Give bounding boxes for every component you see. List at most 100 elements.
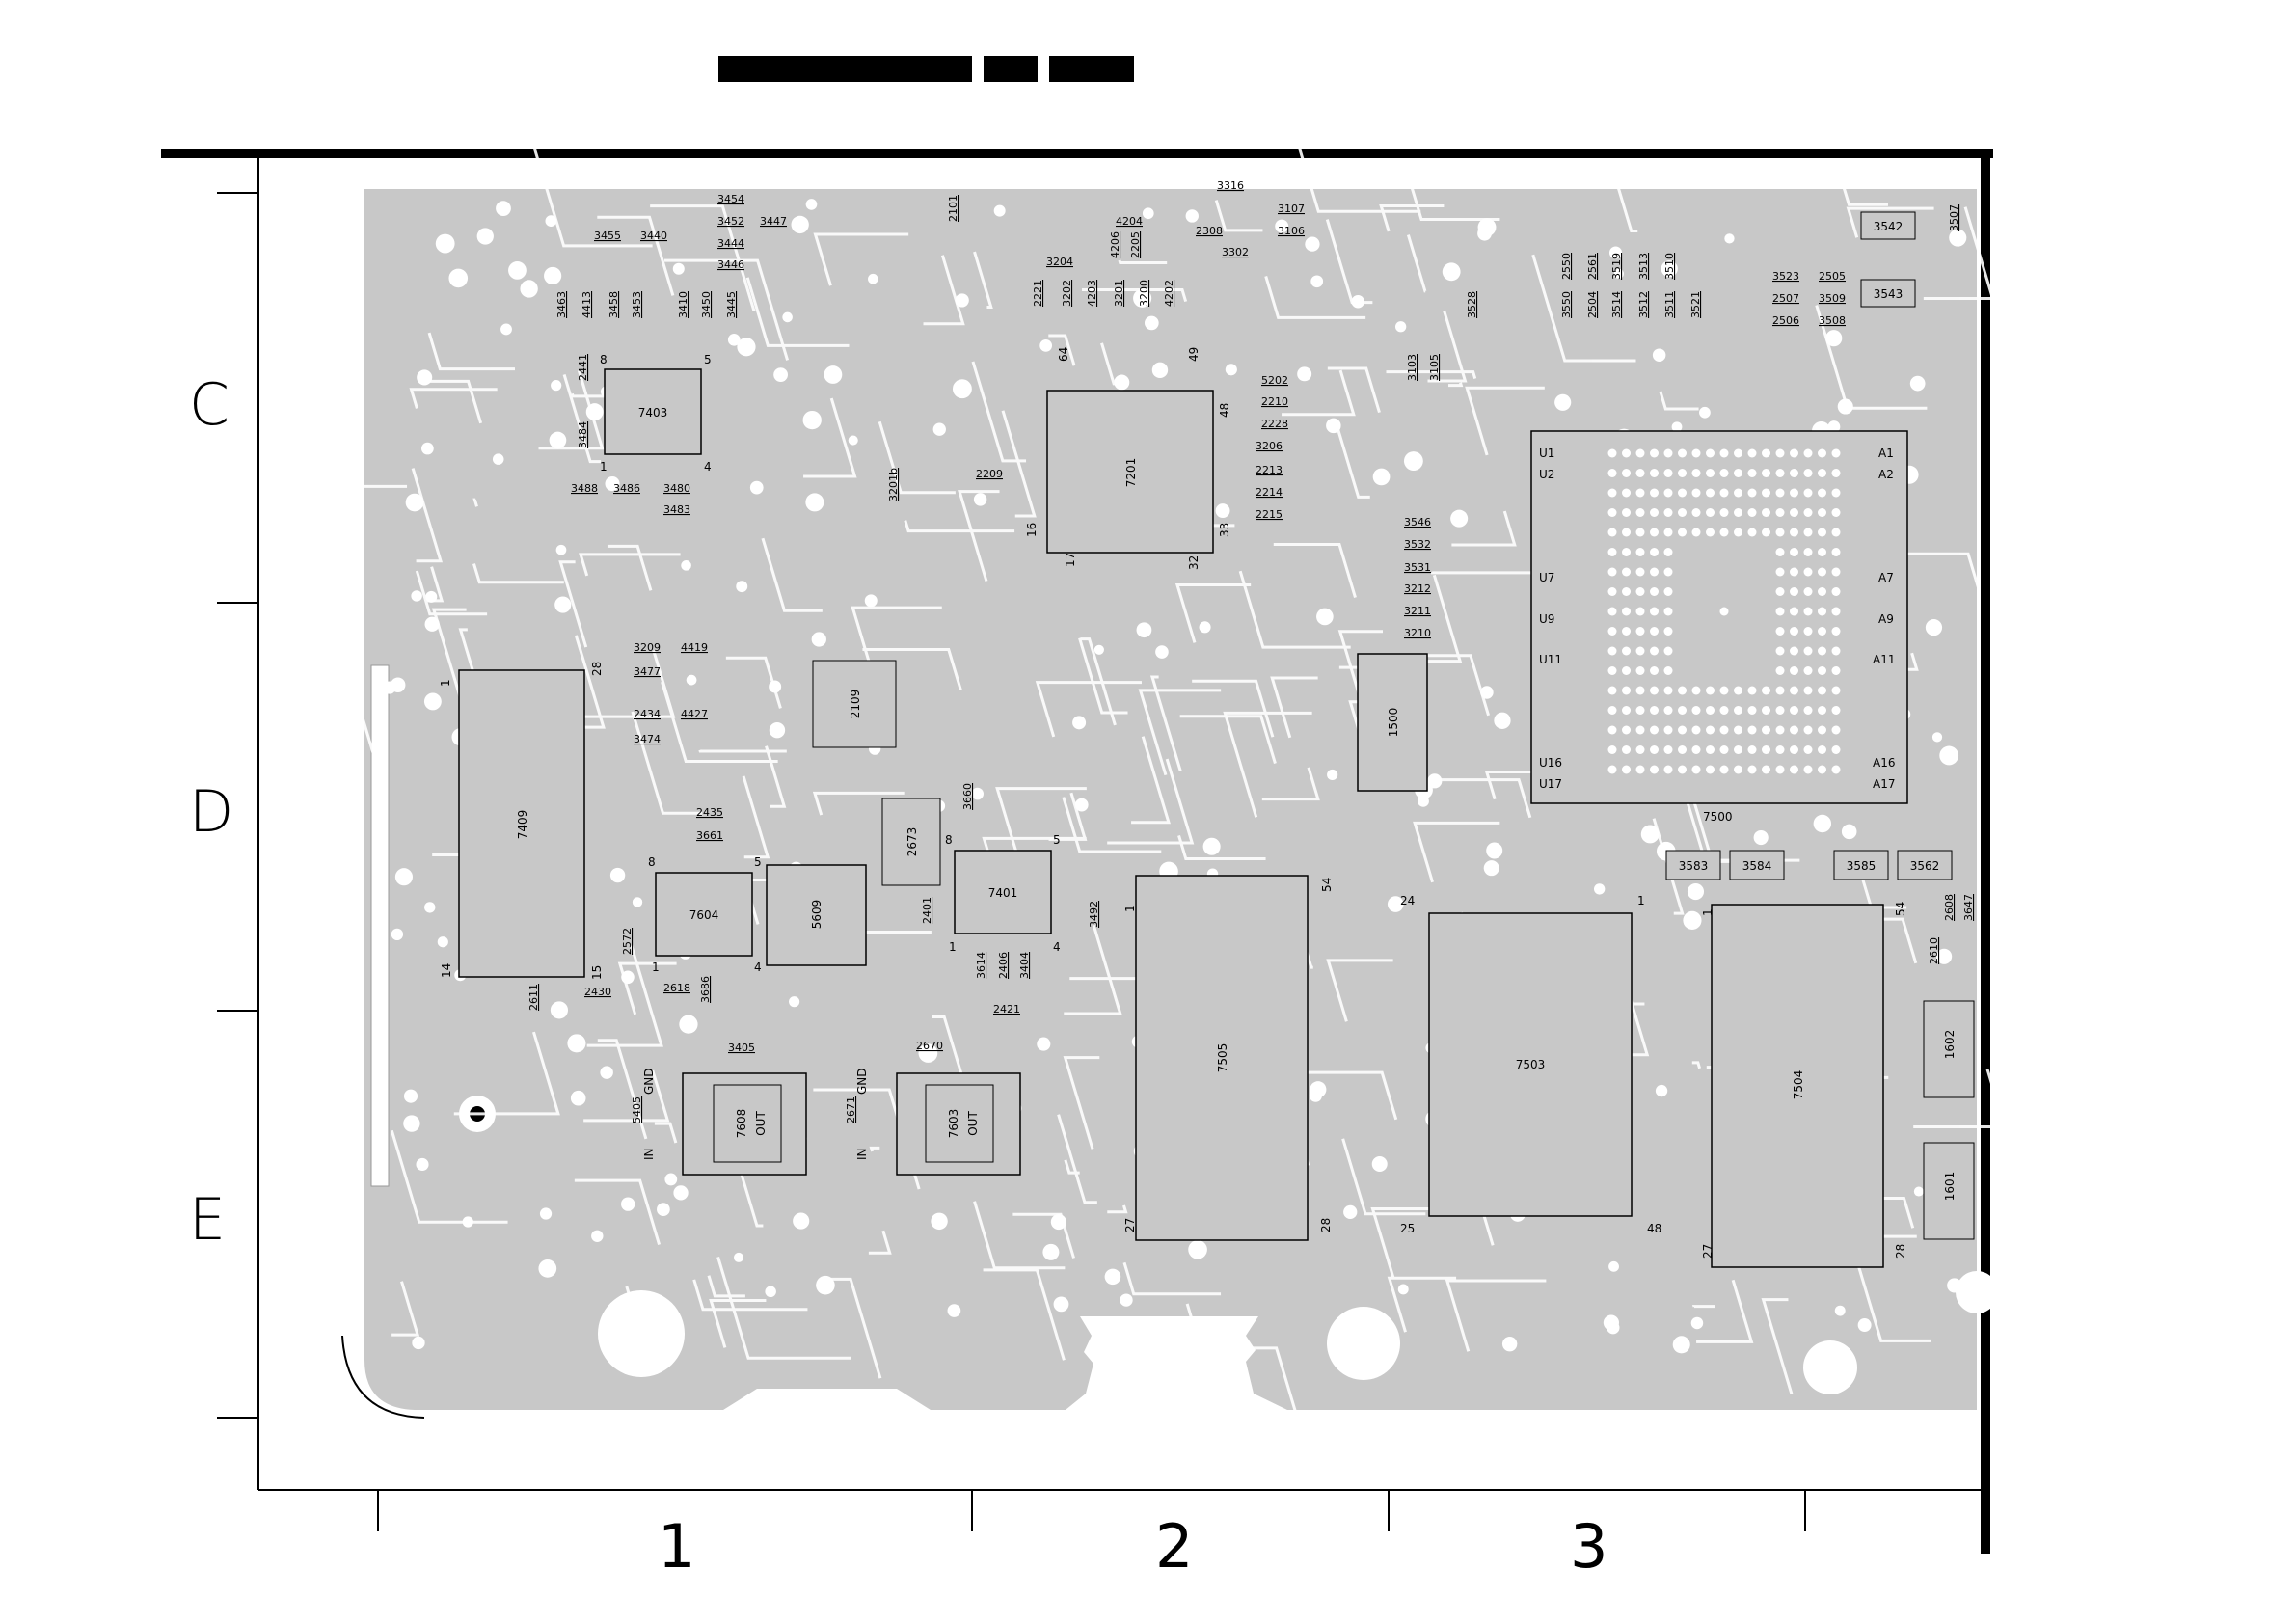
ic-7500-bga: U1 U2 U7 U9 U11 U16 U17 A1 A2 A7 A9 A11 … — [1530, 430, 1908, 824]
trace — [765, 745, 787, 808]
ref-label-3508: 3508 — [1819, 314, 1846, 327]
trace — [1247, 1346, 1299, 1419]
trace — [813, 232, 909, 286]
ref-label-3546: 3546 — [1404, 516, 1431, 528]
bga-ball — [1818, 725, 1826, 735]
bga-ball — [1762, 508, 1770, 517]
bga-ball — [1747, 469, 1757, 477]
svg-text:27: 27 — [1701, 1244, 1714, 1259]
bga-ball — [1734, 448, 1742, 458]
via — [492, 453, 504, 465]
via — [425, 590, 438, 603]
ref-label-3510: 3510 — [1663, 253, 1676, 280]
bga-ball — [1790, 725, 1798, 735]
ref-label-3660: 3660 — [961, 783, 974, 810]
via — [1371, 1155, 1388, 1172]
trace — [995, 787, 1087, 870]
bga-ball — [1607, 448, 1617, 458]
trace — [1761, 1298, 1794, 1395]
bga-ball — [1622, 745, 1631, 754]
bga-ball — [1607, 627, 1617, 636]
trace — [1427, 310, 1468, 383]
svg-text:1602: 1602 — [1943, 1030, 1957, 1060]
bga-ball — [1790, 587, 1798, 596]
via — [1225, 364, 1237, 376]
svg-text:5: 5 — [1053, 833, 1061, 847]
trace — [739, 1169, 764, 1228]
frame-right-border — [1981, 149, 1990, 1554]
grid-col-1: 1 — [658, 1511, 695, 1582]
bga-ball — [1650, 528, 1659, 537]
via — [591, 1230, 604, 1242]
bga-ball — [1663, 607, 1673, 616]
ref-label-2221: 2221 — [1032, 280, 1044, 307]
svg-text:5: 5 — [754, 855, 762, 869]
bga-ball — [1775, 607, 1785, 616]
via — [1104, 1268, 1121, 1286]
svg-text:14: 14 — [440, 963, 453, 978]
bga-ball — [1607, 587, 1617, 596]
trace — [562, 374, 602, 464]
via — [1690, 1316, 1704, 1330]
bga-ball — [1803, 725, 1813, 735]
ref-label-3492: 3492 — [1088, 901, 1100, 928]
bga-ball — [1607, 745, 1617, 754]
via — [993, 204, 1006, 217]
bga-ball — [1734, 765, 1742, 774]
trace — [862, 648, 962, 690]
ref-label-3486: 3486 — [613, 482, 640, 495]
ref-label-3454: 3454 — [717, 193, 744, 205]
bga-ball — [1803, 567, 1813, 577]
ref-label-5202: 5202 — [1261, 374, 1288, 387]
ref-label-3404: 3404 — [1018, 952, 1031, 979]
bga-ball — [1650, 607, 1659, 616]
via — [1594, 883, 1606, 895]
via — [1925, 619, 1943, 636]
bga-ball — [1762, 686, 1770, 695]
via — [1687, 883, 1705, 901]
bga-ball — [1650, 745, 1659, 754]
trace — [707, 1275, 745, 1298]
bga-ball — [1691, 488, 1701, 498]
ref-label-3106: 3106 — [1278, 225, 1305, 237]
bga-ball — [1831, 508, 1841, 517]
bga-ball — [1719, 706, 1729, 715]
via — [1397, 1284, 1409, 1295]
trace — [1001, 410, 1037, 518]
via — [550, 1001, 569, 1019]
via — [1188, 1239, 1207, 1259]
via — [1275, 219, 1289, 233]
via — [403, 1115, 420, 1132]
bga-ball — [1622, 528, 1631, 537]
ref-label-3483: 3483 — [663, 503, 690, 516]
bga-ball — [1775, 567, 1785, 577]
svg-text:GND: GND — [855, 1068, 869, 1095]
bga-ball — [1818, 646, 1826, 656]
trace — [716, 1256, 851, 1360]
bga-ball — [1747, 745, 1757, 754]
via — [931, 1212, 948, 1231]
trace — [631, 711, 703, 815]
grid-row-d: D — [189, 778, 233, 846]
trace — [1295, 1070, 1398, 1121]
bga-ball — [1831, 706, 1841, 715]
via — [416, 1157, 429, 1171]
svg-text:7403: 7403 — [638, 406, 668, 420]
via — [1037, 1037, 1051, 1051]
via — [805, 493, 824, 512]
via — [462, 1216, 473, 1228]
via — [952, 379, 972, 399]
ref-label-3405: 3405 — [728, 1042, 755, 1054]
via — [1040, 338, 1053, 352]
resistor-array-3543: 3543 — [1860, 279, 1916, 308]
bga-pin-a17: A17 — [1873, 777, 1895, 791]
ref-label-4413: 4413 — [580, 291, 593, 318]
trace — [392, 1281, 420, 1337]
bga-ball — [1818, 548, 1826, 556]
trace — [583, 1069, 670, 1123]
svg-text:OUT: OUT — [966, 1111, 980, 1136]
bga-ball — [1635, 508, 1645, 517]
